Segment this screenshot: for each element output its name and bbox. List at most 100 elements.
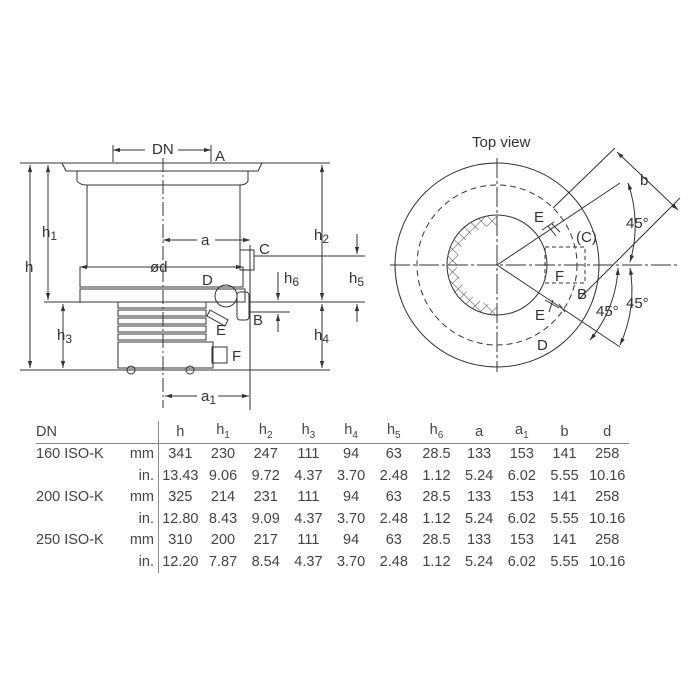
value-cell: 3.70 (336, 510, 366, 527)
column-header-sub: 4 (352, 430, 358, 442)
value-cell: 310 (168, 532, 193, 549)
h2-dim-label: h2 (314, 227, 329, 246)
column-header-base: d (603, 423, 612, 440)
value-cell: 1.12 (422, 510, 451, 527)
port-e-label: E (216, 322, 226, 339)
dimension-drawing: DN A C D B E F a ød a1 h h1 h2 h3 h4 h5 … (20, 134, 681, 410)
value-cell: 111 (297, 489, 320, 506)
column-header-base: h (344, 422, 353, 439)
value-cell: 12.80 (162, 510, 199, 527)
value-cell: 141 (552, 489, 577, 506)
value-cell: 6.02 (507, 553, 536, 570)
column-header-sub: 1 (224, 430, 230, 442)
column-header: h1 (201, 421, 245, 444)
column-header-base: a (515, 422, 524, 439)
column-header-sub: 3 (309, 430, 316, 442)
value-cell: 258 (595, 489, 620, 506)
side-view-labels: DN A C D B E F a ød a1 h h1 h2 h3 h4 h5 … (25, 141, 364, 407)
h5-dim-label: h5 (349, 270, 364, 289)
value-cell: 111 (297, 446, 320, 463)
dn-label: DN (152, 141, 174, 158)
value-cell: 94 (343, 532, 360, 549)
value-cell: 28.5 (422, 489, 451, 506)
top-view-labels: Top view E (C) F B E D b 45° 45° 45° (472, 134, 649, 354)
value-cell: 2.48 (379, 467, 408, 484)
value-cell: 63 (385, 532, 402, 549)
unit-cell: in. (118, 508, 159, 530)
value-cell: 6.02 (507, 510, 536, 527)
dn-cell (36, 465, 118, 487)
value-cell: 5.55 (550, 467, 579, 484)
column-header-base: h (386, 422, 396, 439)
value-cell: 133 (467, 446, 492, 463)
value-cell: 247 (253, 446, 278, 463)
b-dim-label: b (640, 172, 648, 189)
column-header-base: h (429, 422, 438, 439)
value-cell: 1.12 (422, 467, 451, 484)
value-cell: 5.24 (465, 553, 494, 570)
column-header: h5 (372, 421, 416, 444)
dn-cell (36, 551, 118, 573)
value-cell: 5.24 (465, 467, 494, 484)
port-b-label: B (253, 312, 263, 329)
value-cell: 4.37 (294, 510, 323, 527)
port-a-label: A (215, 148, 225, 165)
port-c-label: C (259, 241, 270, 258)
port-f-top-label: F (555, 268, 564, 285)
value-cell: 214 (210, 489, 236, 506)
value-cell: 200 (210, 532, 236, 549)
top-view (390, 147, 681, 372)
value-cell: 9.06 (208, 467, 238, 484)
port-e2-top-label: E (535, 307, 545, 324)
value-cell: 258 (595, 532, 620, 549)
value-cell: 5.24 (465, 510, 494, 527)
h3-dim-label: h3 (57, 327, 72, 346)
column-header: h2 (244, 421, 288, 444)
value-cell: 2.48 (379, 510, 408, 527)
column-header-sub: 1 (523, 430, 529, 442)
dn-cell: 250 ISO-K (36, 532, 104, 549)
h1-dim-label: h1 (42, 224, 57, 243)
port-e-top-label: E (534, 209, 544, 226)
port-d-label: D (202, 272, 213, 289)
value-cell: 13.43 (162, 467, 199, 484)
dn-cell (36, 508, 118, 530)
value-cell: 3.70 (336, 553, 366, 570)
top-flange (61, 162, 263, 172)
value-cell: 63 (385, 489, 402, 506)
column-header: a1 (500, 421, 544, 444)
port-d (214, 284, 238, 308)
port-e (206, 309, 229, 327)
value-cell: 153 (509, 489, 534, 506)
value-cell: 10.16 (589, 467, 626, 484)
value-cell: 5.55 (550, 510, 579, 527)
value-cell: 12.20 (162, 553, 199, 570)
value-cell: 10.16 (589, 553, 626, 570)
column-header-base: h (258, 422, 267, 439)
port-d-top-label: D (537, 337, 548, 354)
value-cell: 153 (509, 446, 534, 463)
value-cell: 231 (253, 489, 278, 506)
port-b (236, 291, 250, 321)
value-cell: 141 (552, 446, 577, 463)
column-header-base: a (475, 423, 484, 440)
port-b-top-label: B (577, 286, 587, 303)
column-header: d (585, 421, 629, 444)
a1-dim-label: a1 (201, 388, 216, 407)
unit-cell: mm (118, 443, 159, 465)
unit-header (118, 421, 159, 444)
value-cell: 10.16 (589, 510, 626, 527)
angle-label-3: 45° (626, 295, 649, 312)
value-cell: 28.5 (422, 532, 451, 549)
value-cell: 230 (210, 446, 236, 463)
unit-cell: mm (118, 529, 159, 551)
value-cell: 3.70 (336, 467, 366, 484)
column-header: b (543, 421, 586, 444)
value-cell: 133 (467, 532, 492, 549)
column-header-sub: 5 (395, 430, 401, 442)
value-cell: 153 (509, 532, 534, 549)
